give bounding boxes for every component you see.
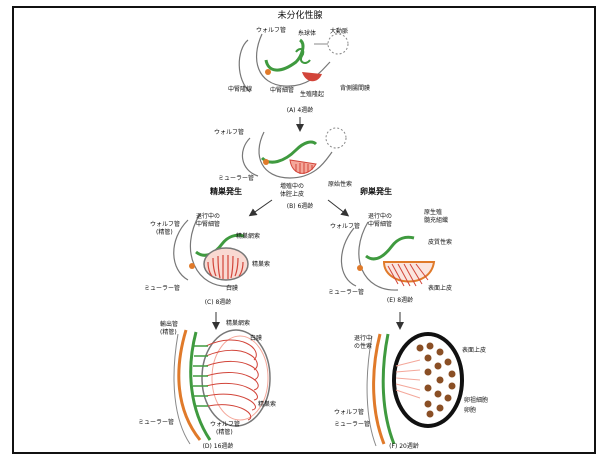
stage-f-illustration bbox=[367, 334, 462, 446]
caption-f: (F) 20週齢 bbox=[389, 442, 419, 450]
mullerian-dot-b bbox=[263, 159, 269, 165]
label-cortical-cords-e: 皮質性索 bbox=[428, 238, 452, 246]
label-wolffian-a: ウォルフ管 bbox=[256, 26, 286, 34]
label-wolffian-c1: ウォルフ管 bbox=[150, 220, 180, 228]
label-proliferating-2: 体腔上皮 bbox=[280, 190, 304, 198]
aorta-b bbox=[326, 128, 346, 148]
label-degen-cords-f1: 退行中 bbox=[354, 334, 372, 342]
label-efferent-d1: 輸出管 bbox=[160, 320, 178, 328]
stage-a-illustration bbox=[239, 34, 348, 92]
label-mesonephric-ridge: 中腎隆線 bbox=[228, 85, 252, 93]
label-degen-tubule-e1: 退行中の bbox=[368, 212, 392, 220]
caption-b: (B) 6週齢 bbox=[287, 202, 314, 210]
branch-testis-title: 精巣発生 bbox=[210, 186, 242, 196]
label-mullerian-b: ミューラー管 bbox=[218, 174, 254, 182]
label-dorsal-mesentery: 背側腸間膜 bbox=[340, 84, 370, 92]
label-primitive-medullary-e2: 髄充組織 bbox=[424, 216, 448, 224]
label-wolffian-f: ウォルフ管 bbox=[334, 408, 364, 416]
mullerian-dot-e bbox=[357, 265, 363, 271]
diagram-title: 未分化性腺 bbox=[277, 9, 322, 21]
label-tunica-c: 白膜 bbox=[226, 284, 238, 292]
label-wolffian-d1: ウォルフ管 bbox=[210, 420, 240, 428]
label-wolffian-e: ウォルフ管 bbox=[330, 222, 360, 230]
label-degen-cords-f2: の性索 bbox=[354, 342, 372, 350]
label-follicle-f: 卵胞 bbox=[464, 406, 476, 414]
label-testis-cords-c: 精巣索 bbox=[252, 260, 270, 268]
arrow-b-to-e bbox=[328, 200, 346, 214]
label-rete-testis-d: 精巣網索 bbox=[226, 319, 250, 327]
stage-b-illustration bbox=[242, 128, 346, 178]
mullerian-dot-a bbox=[265, 69, 271, 75]
label-oocyte-f: 卵祖細胞 bbox=[464, 396, 488, 404]
label-wolffian-b: ウォルフ管 bbox=[214, 128, 244, 136]
caption-c: (C) 8週齢 bbox=[205, 298, 232, 306]
wolffian-duct-b bbox=[262, 142, 316, 162]
label-glomerulus: 糸球体 bbox=[298, 29, 316, 37]
label-proliferating-1: 増殖中の bbox=[280, 182, 304, 190]
label-primitive-sex-cords: 原始性索 bbox=[328, 180, 352, 188]
label-efferent-d2: (精管) bbox=[160, 328, 177, 336]
label-mullerian-f: ミューラー管 bbox=[334, 420, 370, 428]
label-mesonephric-tubule: 中腎細管 bbox=[270, 86, 294, 94]
label-mullerian-c: ミューラー管 bbox=[144, 284, 180, 292]
caption-d: (D) 16週齢 bbox=[203, 442, 234, 450]
mullerian-dot-c bbox=[189, 263, 195, 269]
label-degen-tubule-c1: 退行中の bbox=[196, 212, 220, 220]
label-mullerian-d: ミューラー管 bbox=[138, 418, 174, 426]
wolffian-duct-a bbox=[266, 40, 303, 70]
label-genital-ridge: 生殖隆起 bbox=[300, 90, 324, 98]
label-wolffian-d2: (精管) bbox=[216, 428, 233, 436]
label-testis-cords-d: 精巣索 bbox=[258, 400, 276, 408]
label-surface-epithelium-e: 表面上皮 bbox=[428, 284, 452, 292]
caption-e: (E) 8週齢 bbox=[387, 296, 413, 304]
wolffian-duct-e bbox=[366, 237, 414, 259]
label-tunica-d: 白膜 bbox=[250, 334, 262, 342]
wolffian-duct-f bbox=[383, 334, 394, 444]
label-primitive-medullary-e1: 原生殖 bbox=[424, 208, 442, 216]
stage-e-illustration bbox=[341, 222, 434, 290]
label-degen-tubule-c2: 中腎細管 bbox=[196, 220, 220, 228]
caption-a: (A) 4週齢 bbox=[287, 106, 314, 114]
label-wolffian-c2: (精管) bbox=[156, 228, 173, 236]
label-surface-epithelium-f: 表面上皮 bbox=[462, 346, 486, 354]
label-mullerian-e: ミューラー管 bbox=[328, 288, 364, 296]
aorta-a bbox=[328, 34, 348, 54]
label-degen-tubule-e2: 中腎細管 bbox=[368, 220, 392, 228]
arrow-b-to-c bbox=[252, 200, 272, 214]
testis-c bbox=[204, 248, 248, 280]
branch-ovary-title: 卵巣発生 bbox=[360, 186, 392, 196]
label-rete-testis-c: 精巣網索 bbox=[236, 232, 260, 240]
label-aorta: 大動脈 bbox=[330, 27, 348, 35]
